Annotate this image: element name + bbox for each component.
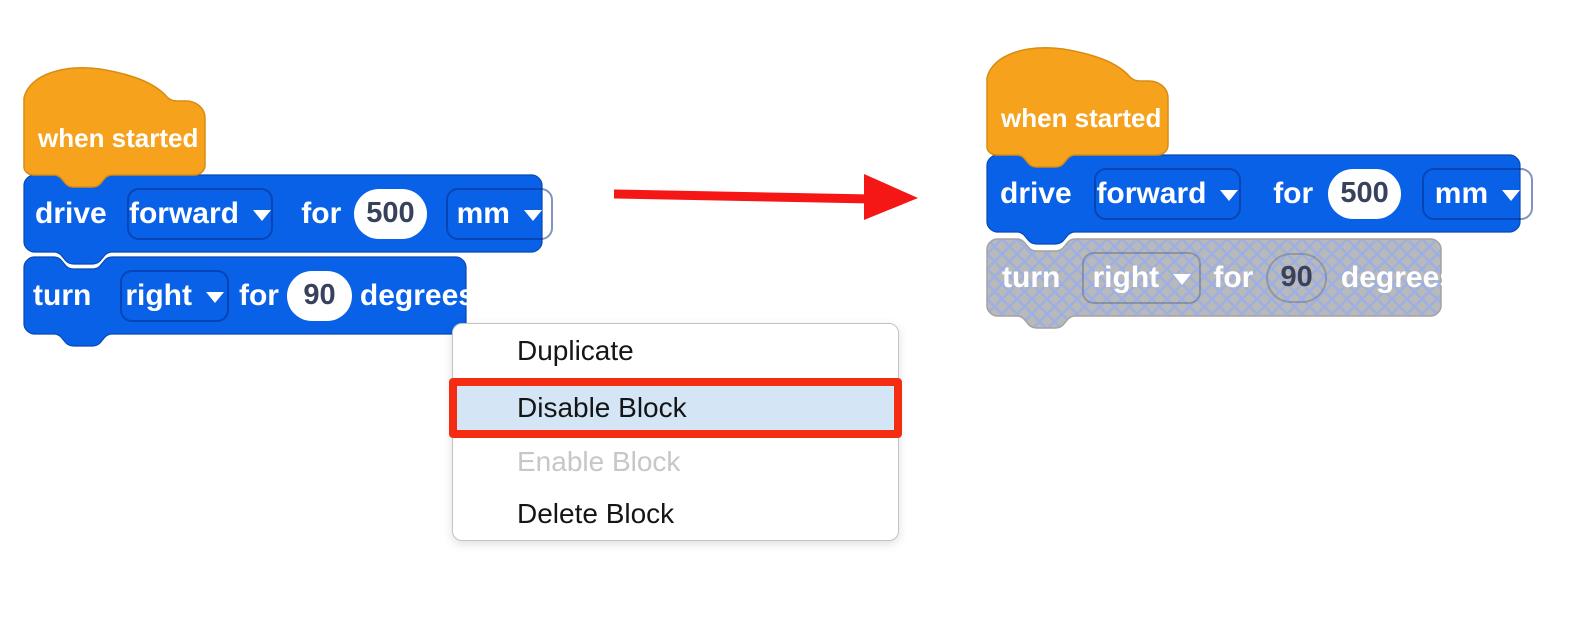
chevron-down-icon	[1220, 189, 1239, 201]
block-context-menu: Duplicate Disable Block Enable Block Del…	[449, 323, 902, 542]
turn-block-disabled[interactable]: turn right for 90 degrees	[987, 239, 1456, 316]
degrees-label: degrees	[359, 278, 475, 312]
distance-input[interactable]: 500	[1328, 168, 1401, 219]
for-label: for	[1213, 260, 1254, 294]
drive-label: drive	[1000, 176, 1072, 210]
menu-item-label: Duplicate	[517, 335, 634, 366]
turn-block[interactable]: turn right for 90 degrees	[24, 257, 475, 334]
chevron-down-icon	[1173, 273, 1192, 285]
turn-direction-dropdown[interactable]: right	[120, 269, 229, 322]
drive-block[interactable]: drive forward for 500 mm	[987, 155, 1534, 232]
for-label: for	[1273, 176, 1314, 210]
degrees-label: degrees	[1340, 260, 1456, 294]
turn-direction-dropdown-value: right	[1092, 260, 1160, 294]
when-started-hat-shape[interactable]	[23, 64, 206, 188]
angle-value: 90	[1280, 261, 1313, 293]
angle-input[interactable]: 90	[1266, 252, 1327, 303]
distance-value: 500	[1340, 177, 1389, 209]
unit-dropdown[interactable]: mm	[1421, 167, 1534, 220]
chevron-down-icon	[523, 209, 542, 221]
when-started-label: when started	[38, 123, 199, 153]
unit-dropdown-value: mm	[456, 196, 510, 230]
menu-item-label: Delete Block	[517, 497, 675, 529]
chevron-down-icon	[253, 209, 271, 221]
direction-dropdown[interactable]: forward	[1093, 167, 1242, 220]
when-started-hat-shape[interactable]	[986, 44, 1169, 168]
angle-input[interactable]: 90	[286, 270, 352, 321]
for-label: for	[238, 278, 279, 312]
distance-input[interactable]: 500	[354, 188, 427, 239]
for-label: for	[301, 196, 342, 230]
chevron-down-icon	[205, 291, 224, 303]
turn-direction-dropdown-value: right	[125, 278, 192, 312]
direction-dropdown-value: forward	[1096, 176, 1207, 210]
distance-value: 500	[366, 197, 415, 229]
direction-dropdown[interactable]: forward	[126, 187, 274, 240]
direction-dropdown-value: forward	[128, 196, 239, 230]
turn-label: turn	[1002, 260, 1061, 294]
menu-item-delete-block[interactable]: Delete Block	[453, 485, 898, 542]
menu-item-label: Disable Block	[517, 392, 687, 423]
when-started-label: when started	[1001, 103, 1162, 133]
angle-value: 90	[303, 279, 336, 311]
turn-block-disabled-shape[interactable]	[986, 238, 1442, 331]
drive-block[interactable]: drive forward for 500 mm	[24, 175, 553, 252]
menu-item-enable-block: Enable Block	[453, 438, 898, 485]
drive-label: drive	[35, 196, 107, 230]
unit-dropdown[interactable]: mm	[445, 187, 553, 240]
turn-direction-dropdown[interactable]: right	[1082, 251, 1202, 304]
chevron-down-icon	[1502, 189, 1521, 201]
unit-dropdown-value: mm	[1434, 176, 1489, 210]
red-arrow-icon	[613, 174, 918, 220]
menu-item-disable-block[interactable]: Disable Block	[449, 378, 902, 438]
turn-label: turn	[33, 278, 92, 312]
menu-item-duplicate[interactable]: Duplicate	[453, 324, 898, 378]
menu-item-label: Enable Block	[517, 445, 681, 477]
